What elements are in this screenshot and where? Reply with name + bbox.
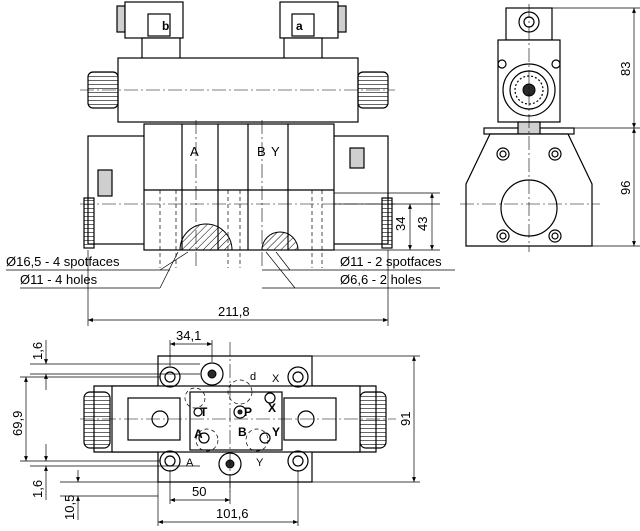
valve-body-front: A B Y <box>80 120 395 268</box>
dim-101-6: 101,6 <box>216 506 249 521</box>
top-override-right <box>359 391 387 449</box>
top-port-p: P <box>244 405 252 419</box>
top-view: T P X X A B Y A Y d 34,1 1,6 69,9 1,6 <box>10 328 420 526</box>
dim-1-6-top: 1,6 <box>30 342 45 360</box>
top-port-a: A <box>194 427 203 441</box>
dim-1-6-bottom: 1,6 <box>30 480 45 498</box>
dim-69-9: 69,9 <box>10 411 25 436</box>
dim-43: 43 <box>415 217 430 231</box>
dim-91: 91 <box>398 412 413 426</box>
dim-34-1: 34,1 <box>176 328 201 343</box>
top-port-x-outer: X <box>272 373 280 385</box>
front-view: b a A B Y <box>6 1 455 326</box>
front-port-b: B <box>257 144 266 159</box>
top-port-a-outer: A <box>186 457 194 469</box>
coil-connector-a: a <box>279 1 347 69</box>
top-port-t: T <box>200 405 208 419</box>
coil-label-a: a <box>296 19 303 33</box>
callout-spotfaces-left: Ø16,5 - 4 spotfaces <box>6 254 120 269</box>
top-port-y: Y <box>272 425 280 439</box>
dim-50: 50 <box>192 484 206 499</box>
callout-spotfaces-right: Ø11 - 2 spotfaces <box>340 254 442 269</box>
callout-holes-left: Ø11 - 4 holes <box>20 272 98 287</box>
dim-96: 96 <box>618 181 633 195</box>
dim-211-8: 211,8 <box>218 304 250 319</box>
dim-34: 34 <box>393 217 408 231</box>
callout-holes-right: Ø6,6 - 2 holes <box>340 272 422 287</box>
top-port-y-outer: Y <box>256 457 264 469</box>
coil-label-b: b <box>162 19 169 33</box>
coil-connector-b: b <box>116 1 184 69</box>
top-port-x: X <box>268 401 276 415</box>
dim-83: 83 <box>618 62 633 76</box>
front-port-a: A <box>190 144 199 159</box>
front-port-y: Y <box>271 144 280 159</box>
dim-10-5: 10,5 <box>62 495 77 520</box>
top-override-left <box>83 391 111 449</box>
top-port-b: B <box>238 425 247 439</box>
top-port-d: d <box>250 371 256 383</box>
side-view: 83 96 <box>460 4 640 252</box>
